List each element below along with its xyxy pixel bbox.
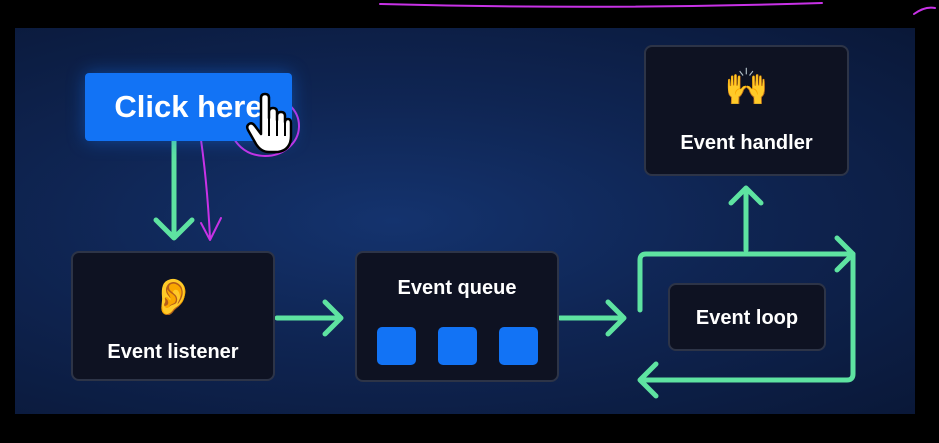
event-loop-node: Event loop <box>668 283 826 351</box>
ear-icon: 👂 <box>150 276 196 317</box>
arrow-click-to-listener <box>153 123 195 241</box>
queue-item <box>499 327 538 365</box>
arrow-queue-to-loop <box>557 299 627 337</box>
diagram-canvas: Click here 👂 Event listener Event queue … <box>15 28 915 414</box>
event-queue-label: Event queue <box>397 277 517 299</box>
event-loop-cycle-bottom <box>637 251 856 399</box>
arrow-listener-to-queue <box>274 299 344 337</box>
event-queue-node: Event queue <box>355 251 559 382</box>
event-handler-node: 🙌 Event handler <box>644 45 849 176</box>
event-handler-label: Event handler <box>680 132 813 154</box>
event-listener-label: Event listener <box>107 341 239 363</box>
hand-pointer-icon <box>245 92 293 154</box>
queue-item <box>377 327 416 365</box>
event-loop-label: Event loop <box>695 307 799 329</box>
event-listener-node: 👂 Event listener <box>71 251 275 381</box>
raising-hands-icon: 🙌 <box>724 66 769 107</box>
arrow-loop-to-handler <box>728 185 764 253</box>
queue-item <box>438 327 477 365</box>
annotation-arrow-down <box>198 125 222 241</box>
